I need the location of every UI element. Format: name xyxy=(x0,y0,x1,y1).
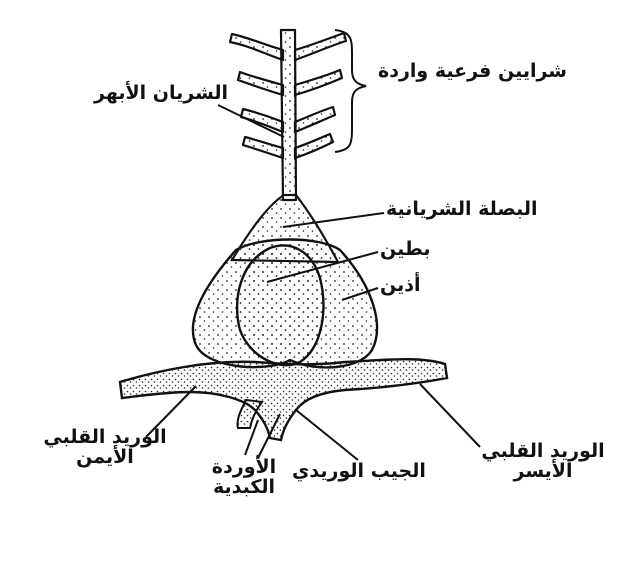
label-hepatic-veins: الأوردة الكبدية xyxy=(194,458,294,498)
label-aorta: الشريان الأبهر xyxy=(94,84,228,104)
label-hepatic-veins-line2: الكبدية xyxy=(194,478,294,498)
label-sinus-venosus: الجيب الوريدي xyxy=(292,462,426,482)
leader-sinus xyxy=(296,410,358,460)
label-atrium: أذين xyxy=(380,276,421,296)
label-right-cardinal-vein: الوريد القلبي الأيمن xyxy=(30,428,180,468)
afferent-brace xyxy=(335,30,366,152)
label-afferent-arteries: شرايين فرعية واردة xyxy=(378,62,567,82)
label-ventricle: بطين xyxy=(380,240,431,260)
aorta-with-branches xyxy=(230,30,346,200)
label-left-cardinal-vein: الوريد القلبي الأيسر xyxy=(468,442,618,482)
label-bulbus-arteriosus: البصلة الشريانية xyxy=(386,200,538,220)
leader-left-vein xyxy=(420,384,480,447)
label-right-cardinal-vein-line2: الأيمن xyxy=(30,448,180,468)
label-left-cardinal-vein-line1: الوريد القلبي xyxy=(468,442,618,462)
ventricle-shape xyxy=(237,246,323,366)
label-hepatic-veins-line1: الأوردة xyxy=(194,458,294,478)
label-left-cardinal-vein-line2: الأيسر xyxy=(468,462,618,482)
label-right-cardinal-vein-line1: الوريد القلبي xyxy=(30,428,180,448)
